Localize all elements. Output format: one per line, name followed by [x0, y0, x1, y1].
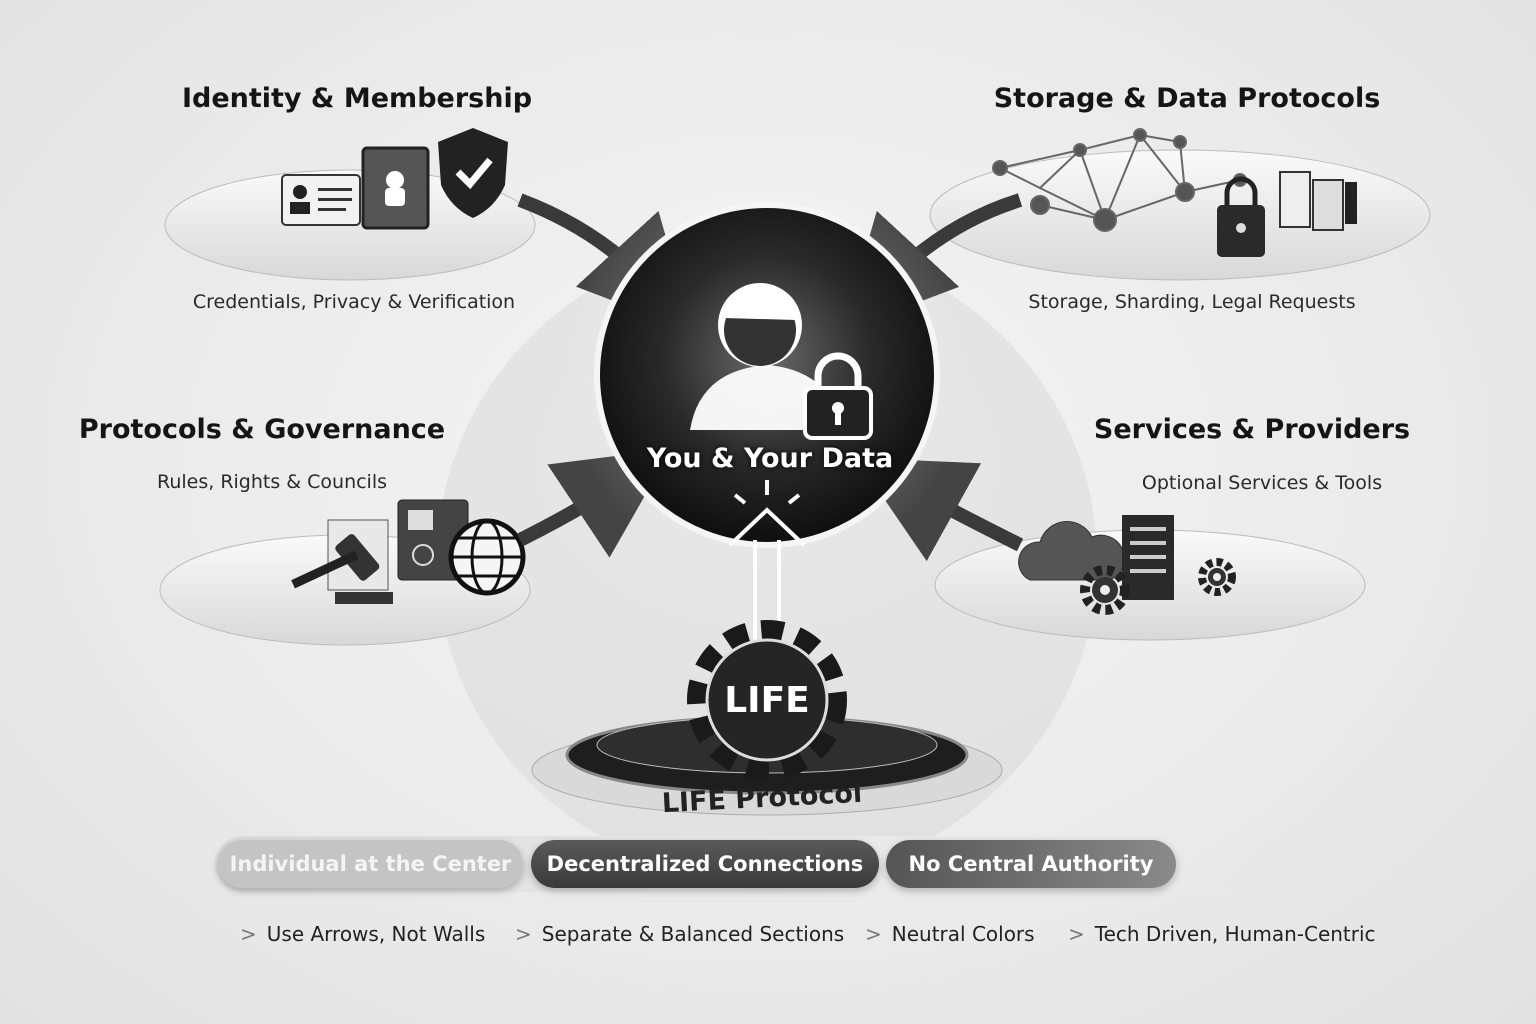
section-title-governance: Protocols & Governance [78, 414, 446, 445]
principle-2: > Separate & Balanced Sections [515, 922, 844, 946]
section-title-services: Services & Providers [1093, 414, 1411, 445]
section-subtitle-governance: Rules, Rights & Councils [156, 471, 388, 493]
life-logo-text: LIFE [724, 680, 810, 721]
chevron-right-icon: > [240, 922, 257, 946]
section-title-storage: Storage & Data Protocols [993, 83, 1381, 114]
pill-no-central-authority: No Central Authority [886, 840, 1176, 888]
chevron-right-icon: > [515, 922, 532, 946]
section-subtitle-storage: Storage, Sharding, Legal Requests [1028, 291, 1356, 313]
principle-text: Neutral Colors [891, 922, 1035, 946]
padlock-icon [1217, 176, 1265, 257]
center-title: You & Your Data [646, 443, 894, 474]
user-tablet-icon [361, 146, 430, 230]
shield-check-icon [438, 128, 508, 218]
life-gear-icon [687, 620, 847, 780]
network-nodes-icon [992, 128, 1247, 232]
principle-text: Tech Driven, Human-Centric [1094, 922, 1376, 946]
principle-text: Separate & Balanced Sections [541, 922, 845, 946]
lock-icon [803, 352, 873, 440]
chevron-right-icon: > [1068, 922, 1085, 946]
documents-icon [1279, 171, 1357, 231]
principle-1: > Use Arrows, Not Walls [240, 922, 485, 946]
principle-text: Use Arrows, Not Walls [266, 922, 486, 946]
chevron-right-icon: > [865, 922, 882, 946]
gear-icon [1080, 565, 1130, 615]
pill-individual-center: Individual at the Center [218, 840, 523, 888]
section-subtitle-services: Optional Services & Tools [1141, 472, 1383, 494]
section-title-identity: Identity & Membership [181, 83, 533, 114]
id-card-icon [281, 174, 361, 226]
section-subtitle-identity: Credentials, Privacy & Verification [192, 291, 516, 313]
gavel-icon [291, 519, 393, 604]
server-icon [1122, 515, 1174, 600]
globe-icon [448, 518, 526, 596]
principle-4: > Tech Driven, Human-Centric [1068, 922, 1376, 946]
pill-decentralized-connections: Decentralized Connections [531, 840, 879, 888]
principle-3: > Neutral Colors [865, 922, 1035, 946]
gear-small-icon [1198, 558, 1236, 596]
